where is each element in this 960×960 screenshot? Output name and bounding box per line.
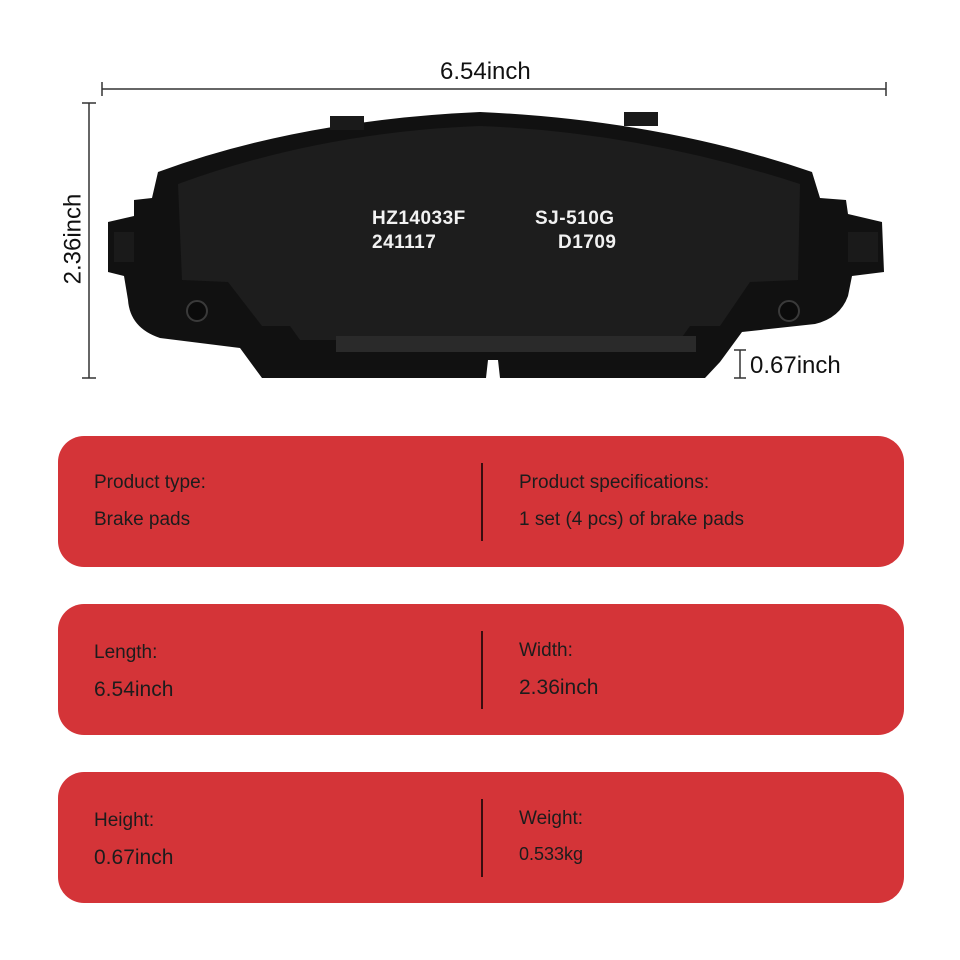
pad-marking-code-2: 241117 [372, 232, 437, 253]
panel-divider [481, 631, 483, 709]
pad-marking-code-1: HZ14033F [372, 208, 466, 229]
product-type-value: Brake pads [94, 509, 191, 530]
length-dimension-label: 6.54inch [440, 58, 531, 85]
product-figure: 6.54inch 2.36inch 0.67inch HZ14033F 2411… [0, 0, 960, 420]
width-dimension-label: 2.36inch [59, 193, 87, 285]
brake-pad [108, 112, 884, 378]
height-dimension-line [734, 349, 746, 379]
panel-divider [481, 799, 483, 877]
width-value: 2.36inch [519, 676, 599, 699]
height-value: 0.67inch [94, 846, 174, 869]
spec-panel-size: Length: 6.54inch Width: 2.36inch [58, 604, 904, 735]
width-dimension-line [82, 102, 96, 379]
brake-pad-illustration [82, 82, 887, 379]
height-dimension-label: 0.67inch [750, 352, 841, 379]
pad-marking-code-3: SJ-510G [535, 208, 615, 229]
spec-panel-type: Product type: Brake pads Product specifi… [58, 436, 904, 567]
weight-value: 0.533kg [519, 844, 584, 864]
product-specifications-value: 1 set (4 pcs) of brake pads [519, 509, 744, 530]
width-label: Width: [519, 640, 573, 661]
length-dimension-line [101, 82, 887, 96]
length-value: 6.54inch [94, 678, 174, 701]
pad-marking-code-4: D1709 [558, 232, 617, 253]
spec-panel-height-weight: Height: 0.67inch Weight: 0.533kg [58, 772, 904, 903]
height-label: Height: [94, 810, 155, 831]
weight-label: Weight: [519, 808, 584, 829]
product-specifications-label: Product specifications: [519, 472, 710, 493]
panel-divider [481, 463, 483, 541]
length-label: Length: [94, 642, 158, 663]
product-type-label: Product type: [94, 472, 206, 493]
